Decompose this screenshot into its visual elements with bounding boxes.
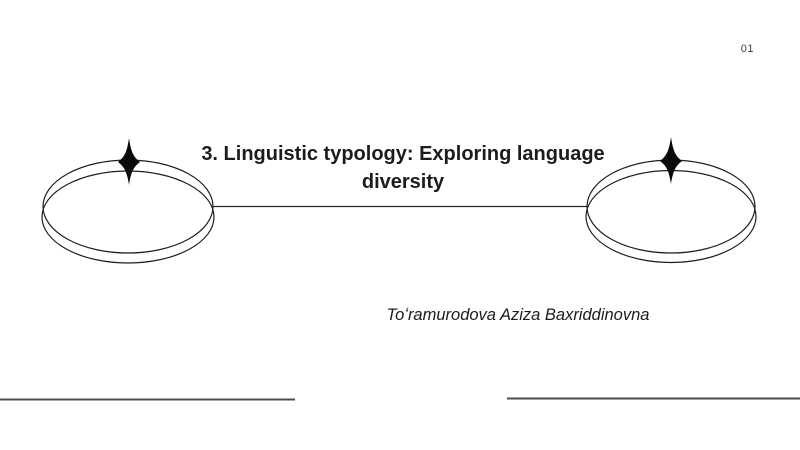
sparkle-icon xyxy=(118,138,140,185)
sparkle-icon xyxy=(660,137,682,184)
page-number: 01 xyxy=(740,43,754,55)
slide-title: 3. Linguistic typology: Exploring langua… xyxy=(201,143,605,193)
author-name: Toʻramurodova Aziza Baxriddinovna xyxy=(386,306,650,324)
